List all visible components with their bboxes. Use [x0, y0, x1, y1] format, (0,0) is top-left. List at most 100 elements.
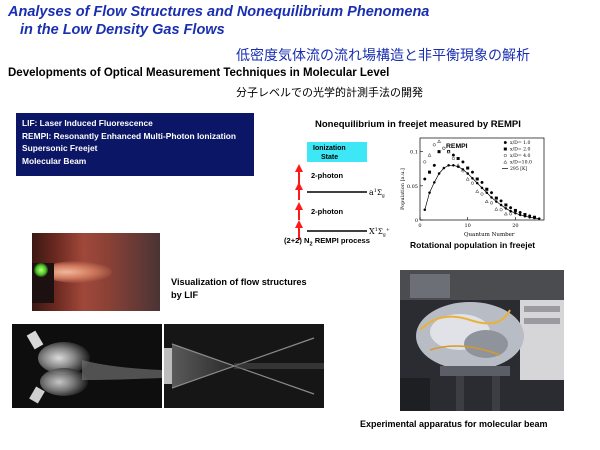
data-point	[451, 157, 455, 161]
photon-arrow-upper-a-head	[295, 164, 303, 172]
ionization-state-band	[307, 142, 367, 162]
data-point	[480, 180, 484, 184]
data-point	[509, 212, 513, 216]
rotational-population-chart: REMPI Population [a.u.] Quantum Number 0…	[400, 137, 545, 238]
legend-label: x/D=10.0	[510, 160, 532, 166]
data-point	[533, 216, 536, 220]
rempi-section-title: Nonequilibrium in freejet measured by RE…	[315, 119, 521, 130]
data-point	[485, 191, 489, 194]
series-line-295k	[424, 164, 540, 219]
legend-label: x/D= 1.0	[510, 140, 531, 146]
data-point	[456, 165, 460, 169]
data-point	[485, 187, 489, 191]
data-point	[461, 168, 465, 171]
x-tick-label: 10	[465, 223, 471, 229]
chart-frame	[419, 137, 545, 221]
rotational-population-caption: Rotational population in freejet	[410, 240, 536, 250]
data-point	[432, 143, 436, 147]
data-point	[437, 172, 441, 175]
data-point	[494, 207, 499, 211]
visualization-caption: Visualization of flow structures by LIF	[171, 276, 307, 302]
visualization-caption-line-2: by LIF	[171, 290, 199, 300]
laser-spot	[34, 263, 48, 277]
slide-title-japanese: 低密度気体流の流れ場構造と非平衡現象の解析	[236, 48, 530, 64]
data-point	[427, 153, 432, 157]
apparatus-caption: Experimental apparatus for molecular bea…	[360, 419, 548, 429]
lif-flow-photo	[32, 233, 160, 311]
data-point	[490, 191, 494, 195]
data-point	[499, 199, 503, 203]
glossary-line-molecular-beam: Molecular Beam	[22, 155, 87, 166]
chart-y-axis-label: Population [a.u.]	[400, 168, 406, 210]
data-point	[470, 181, 474, 185]
data-point	[423, 160, 427, 164]
data-point	[490, 201, 494, 205]
photon-arrow-lower-b-head	[295, 220, 303, 228]
chart-title: REMPI	[446, 143, 468, 150]
data-point	[495, 200, 498, 203]
data-point	[528, 215, 531, 219]
slide-subtitle: Developments of Optical Measurement Tech…	[8, 67, 390, 79]
slide-title-line-1: Analyses of Flow Structures and Nonequil…	[8, 4, 430, 20]
photon-arrow-lower-a-head	[295, 202, 303, 210]
data-point	[537, 217, 541, 220]
data-point	[451, 153, 455, 157]
data-point	[466, 172, 469, 175]
data-point	[447, 164, 450, 167]
slide-title: Analyses of Flow Structures and Nonequil…	[8, 3, 448, 39]
legend-symbol	[503, 154, 507, 158]
experimental-apparatus-photo	[400, 270, 564, 411]
data-point	[423, 208, 427, 212]
data-point	[465, 176, 470, 181]
data-point	[480, 186, 484, 190]
slide-title-line-2: in the Low Density Gas Flows	[20, 22, 225, 38]
visualization-caption-line-1: Visualization of flow structures	[171, 277, 307, 287]
lif-flow-image-left	[12, 324, 162, 408]
y-tick-label: 0.1	[410, 150, 418, 156]
slide-subtitle-japanese: 分子レベルでの光学的計測手法の開発	[236, 86, 423, 99]
chart-x-axis-label: Quantum Number	[464, 232, 515, 238]
data-point	[509, 209, 512, 213]
data-point	[480, 192, 484, 196]
x-tick-label: 0	[418, 223, 421, 229]
data-point	[437, 139, 441, 143]
photon-label-upper: 2-photon	[311, 171, 343, 180]
lif-flow-image-right	[164, 324, 324, 408]
legend-symbol	[503, 147, 507, 151]
state-a-label: a1Σg	[369, 188, 385, 199]
legend-symbol	[503, 160, 508, 164]
y-tick-label: 0.05	[407, 184, 418, 190]
data-point	[466, 166, 470, 170]
legend-label: x/D= 2.0	[510, 147, 531, 153]
chart-plot-area	[419, 137, 545, 221]
data-point	[446, 149, 451, 154]
glossary-line-lif: LIF: Laser Induced Fluorescence	[22, 118, 153, 128]
data-point	[437, 150, 441, 154]
x-tick-label: 20	[512, 223, 518, 229]
legend-label: 295 [K]	[510, 166, 527, 172]
data-point	[432, 163, 436, 167]
data-point	[499, 203, 503, 207]
data-point	[509, 206, 513, 210]
lif-glow-region	[42, 261, 112, 283]
data-point	[518, 210, 522, 214]
data-point	[504, 207, 508, 210]
photon-arrow-upper-b-head	[295, 182, 303, 190]
photon-label-lower: 2-photon	[311, 207, 343, 216]
data-point	[490, 196, 493, 199]
legend-symbol	[503, 140, 507, 144]
ionization-label: Ionization	[313, 145, 346, 152]
data-point	[504, 203, 508, 207]
data-point	[475, 189, 480, 193]
data-point	[475, 177, 479, 181]
data-point	[523, 214, 527, 218]
glossary-line-freejet: Supersonic Freejet	[22, 143, 98, 153]
state-label: State	[321, 154, 338, 161]
data-point	[442, 166, 446, 170]
state-x-label: X1Σg+	[369, 227, 390, 238]
data-point	[470, 170, 474, 174]
data-point	[456, 157, 460, 161]
data-point	[442, 146, 446, 150]
